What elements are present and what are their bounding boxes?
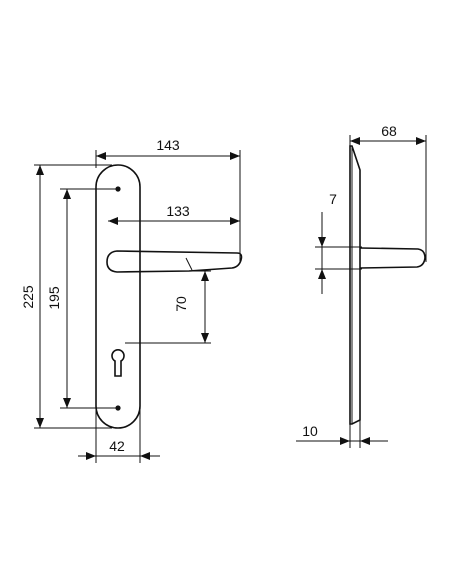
front-dimensions: 143 133 225 195 70 42 xyxy=(20,137,241,463)
label-10: 10 xyxy=(302,423,318,439)
side-view xyxy=(349,145,426,425)
label-195: 195 xyxy=(46,286,62,310)
side-dimensions: 68 7 10 xyxy=(296,123,427,448)
label-133: 133 xyxy=(166,203,190,219)
label-70: 70 xyxy=(173,296,189,312)
cylinder-keyhole xyxy=(111,349,125,377)
label-7: 7 xyxy=(329,191,337,207)
lever-neck xyxy=(185,257,193,271)
label-68: 68 xyxy=(381,123,397,139)
front-view xyxy=(95,164,243,429)
label-143: 143 xyxy=(156,137,180,153)
label-42: 42 xyxy=(109,438,125,454)
lever-handle xyxy=(106,250,243,273)
side-lever xyxy=(359,247,426,269)
label-225: 225 xyxy=(20,285,36,309)
back-plate xyxy=(95,164,141,429)
